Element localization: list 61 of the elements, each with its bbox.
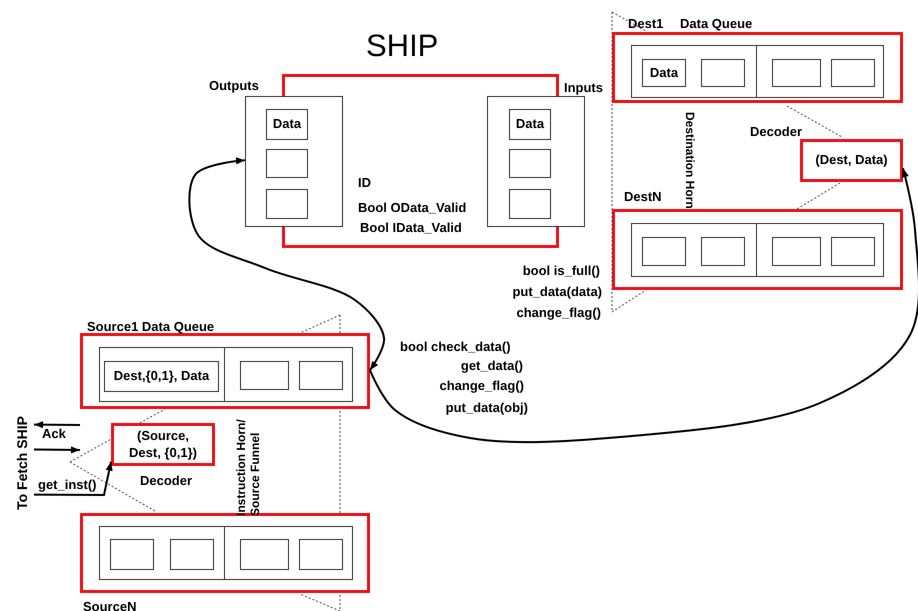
- slot-label: Data: [650, 64, 678, 82]
- heading: Data Queue: [680, 16, 752, 31]
- data-slot: [170, 539, 214, 570]
- data-slot: [240, 361, 289, 390]
- data-slot: [509, 109, 551, 140]
- field-label: ID: [358, 175, 371, 190]
- queue-frame: [631, 223, 884, 277]
- data-slot: [110, 539, 154, 570]
- queue-frame: [631, 45, 884, 98]
- method-label: bool is_full(): [522, 263, 600, 278]
- data-slot: [266, 189, 308, 219]
- data-slot: [266, 109, 308, 140]
- data-slot: [642, 59, 686, 87]
- data-slot: [104, 361, 219, 392]
- data-slot: [772, 59, 821, 87]
- method-label: change_flag(): [439, 378, 524, 393]
- field-label: Bool IData_Valid: [360, 220, 462, 235]
- slot-label: (Dest, Data): [815, 152, 888, 169]
- data-slot: [299, 539, 343, 570]
- horn-label: Destination Horn: [683, 112, 697, 209]
- heading: Inputs: [564, 80, 603, 95]
- method-label: put_data(data): [512, 284, 602, 299]
- data-slot: [509, 189, 551, 219]
- heading: Outputs: [209, 78, 259, 93]
- data-slot: [266, 149, 308, 178]
- data-slot: [701, 59, 745, 87]
- method-label: put_data(obj): [446, 400, 528, 415]
- data-slot: [831, 59, 875, 87]
- method-label: get_data(): [460, 358, 523, 373]
- diagram-title: SHIP: [366, 30, 438, 61]
- data-slot: [831, 237, 875, 266]
- data-slot: [299, 361, 343, 390]
- arrow: [34, 462, 113, 496]
- heading: DestN: [624, 189, 662, 204]
- caption-label: Decoder: [140, 473, 192, 488]
- edge-label: get_inst(): [38, 477, 96, 492]
- data-slot: [642, 237, 686, 266]
- horn-label: Instruction Horn/ Source Funnel: [235, 418, 263, 516]
- arrow: [188, 157, 385, 371]
- data-slot: [701, 237, 745, 266]
- slot-label: Data: [272, 116, 302, 133]
- field-label: Bool OData_Valid: [358, 200, 466, 215]
- heading: SourceN: [83, 599, 136, 611]
- arrow: [34, 421, 80, 428]
- heading: Source1 Data Queue: [87, 319, 214, 334]
- slot-label: Dest,{0,1}, Data: [114, 368, 210, 385]
- side-label: To Fetch SHIP: [14, 416, 30, 510]
- data-slot: [509, 149, 551, 178]
- queue-frame: [99, 526, 353, 580]
- slot-label: Data: [516, 116, 544, 133]
- method-label: bool check_data(): [400, 339, 511, 354]
- method-label: change_flag(): [516, 305, 601, 320]
- slot-label: (Source, Dest, {0,1}): [128, 428, 198, 461]
- heading: Dest1: [628, 16, 664, 31]
- arrow: [369, 168, 918, 444]
- queue-frame: [99, 347, 353, 402]
- edge-label: Ack: [42, 426, 66, 441]
- data-slot: [772, 237, 821, 266]
- caption-label: Decoder: [750, 124, 802, 139]
- data-slot: [240, 539, 289, 570]
- arrow: [34, 446, 80, 454]
